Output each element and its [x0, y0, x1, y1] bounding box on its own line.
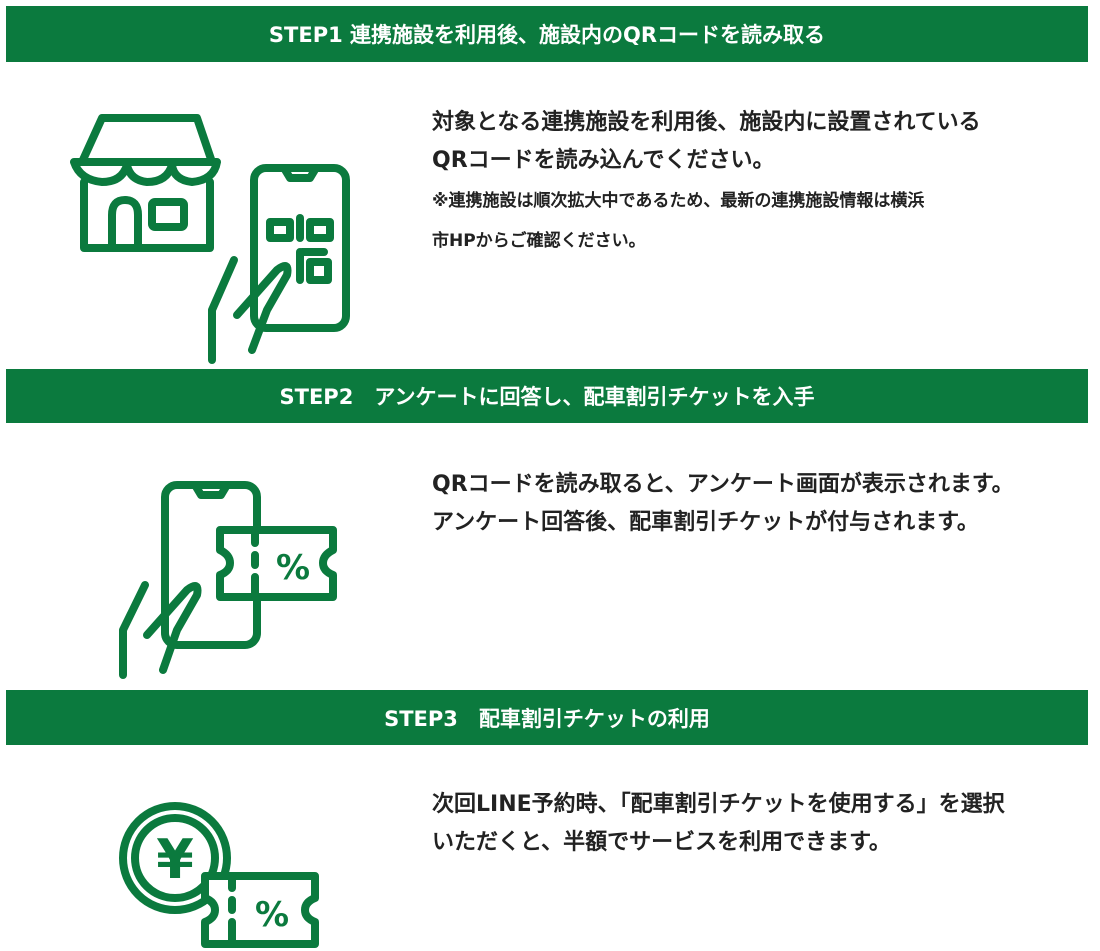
- ticket-percent-symbol: %: [276, 548, 310, 588]
- store-and-phone-qr-icon: [70, 114, 350, 364]
- step3-description: 次回LINE予約時、「配車割引チケットを使用する」を選択 いただくと、半額でサー…: [432, 786, 1072, 862]
- step3-heading: STEP3 配車割引チケットの利用: [6, 690, 1088, 745]
- ticket-percent-symbol: %: [255, 895, 289, 935]
- step3-line-1: 次回LINE予約時、「配車割引チケットを使用する」を選択: [432, 792, 1005, 817]
- step3-heading-text: STEP3 配車割引チケットの利用: [384, 706, 710, 731]
- step1-note-line-2: 市HPからご確認ください。: [432, 231, 646, 251]
- yen-coin-and-ticket-icon: ¥ %: [119, 802, 319, 948]
- step1-heading-text: STEP1 連携施設を利用後、施設内のQRコードを読み取る: [268, 23, 826, 47]
- phone-with-discount-ticket-icon: %: [119, 481, 337, 679]
- step2-line-2: アンケート回答後、配車割引チケットが付与されます。: [432, 510, 979, 535]
- step3-line-2: いただくと、半額でサービスを利用できます。: [432, 830, 891, 855]
- step1-heading: STEP1 連携施設を利用後、施設内のQRコードを読み取る: [6, 6, 1088, 62]
- step1-note-line-1: ※連携施設は順次拡大中であるため、最新の連携施設情報は横浜: [432, 191, 925, 211]
- step2-description: QRコードを読み取ると、アンケート画面が表示されます。 アンケート回答後、配車割…: [432, 466, 1072, 542]
- yen-symbol: ¥: [156, 828, 194, 891]
- step1-line-2: QRコードを読み込んでください。: [432, 148, 775, 173]
- step2-line-1: QRコードを読み取ると、アンケート画面が表示されます。: [432, 472, 1014, 497]
- step1-description: 対象となる連携施設を利用後、施設内に設置されている QRコードを読み込んでくださ…: [432, 104, 1072, 260]
- step2-heading: STEP2 アンケートに回答し、配車割引チケットを入手: [6, 369, 1088, 423]
- step1-line-1: 対象となる連携施設を利用後、施設内に設置されている: [432, 110, 981, 135]
- step2-heading-text: STEP2 アンケートに回答し、配車割引チケットを入手: [279, 385, 815, 409]
